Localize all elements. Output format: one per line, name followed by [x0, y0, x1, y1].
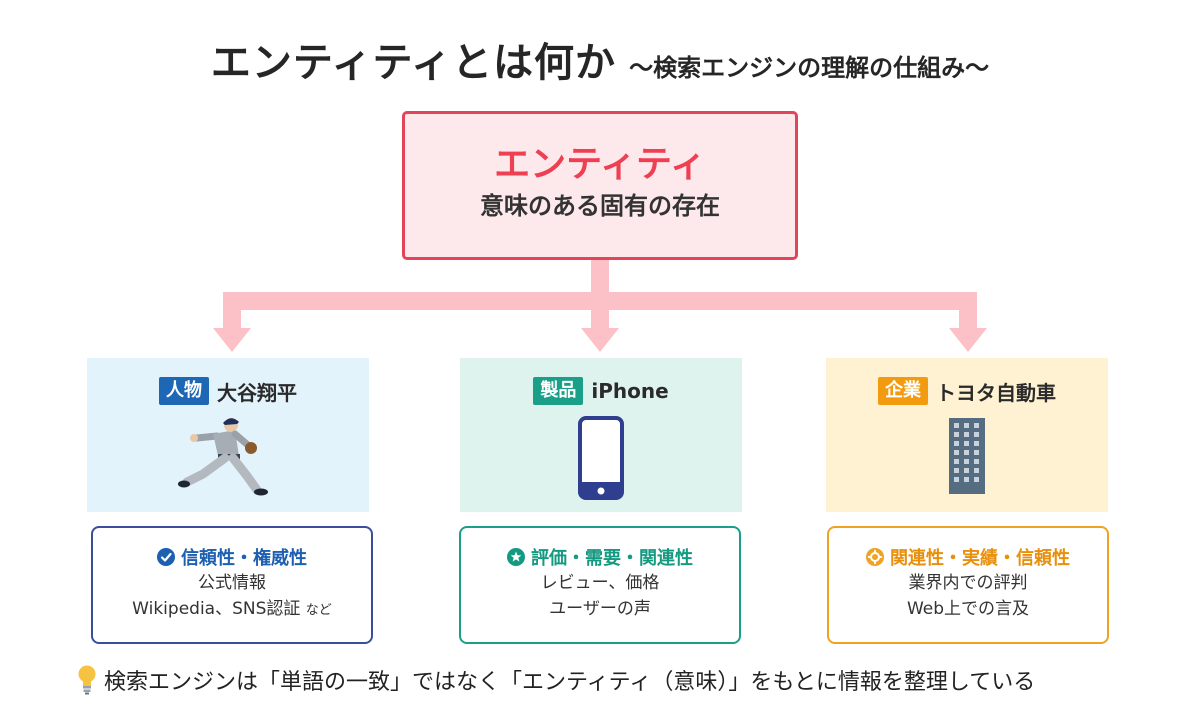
category-panel-person: 人物 大谷翔平 [87, 358, 369, 512]
trait-line: 業界内での評判 [908, 573, 1028, 593]
gear-circle-icon [866, 548, 884, 566]
smartphone-icon [578, 416, 624, 500]
connector-bar [223, 292, 977, 310]
building-icon [949, 418, 985, 494]
connector-right-drop [959, 292, 977, 330]
summary-note: 検索エンジンは「単語の一致」ではなく「エンティティ（意味）」をもとに情報を整理し… [78, 662, 1178, 698]
lightbulb-icon [78, 665, 96, 695]
arrow-head-right [949, 328, 987, 352]
trait-line: ユーザーの声 [549, 599, 651, 619]
entity-box: エンティティ 意味のある固有の存在 [402, 111, 798, 260]
title-main: エンティティとは何か [210, 40, 617, 86]
trait-box-product: 評価・需要・関連性 レビュー、価格 ユーザーの声 [459, 526, 741, 644]
connector-stem [591, 260, 609, 302]
trait-heading: 関連性・実績・信頼性 [890, 548, 1070, 569]
entity-label: エンティティ [494, 144, 706, 185]
category-tag: 企業 [878, 377, 928, 405]
baseball-pitcher-illustration [178, 418, 268, 496]
star-circle-icon [507, 548, 525, 566]
category-tag: 人物 [159, 377, 209, 405]
category-name: 大谷翔平 [217, 380, 297, 405]
trait-box-person: 信頼性・権威性 公式情報 Wikipedia、SNS認証 など [91, 526, 373, 644]
connector-center-drop [591, 292, 609, 330]
page-title: エンティティとは何か 〜検索エンジンの理解の仕組み〜 [0, 30, 1200, 88]
arrow-head-center [581, 328, 619, 352]
trait-heading: 評価・需要・関連性 [531, 548, 693, 569]
trait-line: Wikipedia、SNS認証 など [93, 596, 371, 624]
category-panel-company: 企業 トヨタ自動車 [826, 358, 1108, 512]
trait-line-suffix: など [305, 603, 332, 618]
category-panel-product: 製品 iPhone [460, 358, 742, 512]
category-tag: 製品 [533, 377, 584, 405]
title-subtitle: 〜検索エンジンの理解の仕組み〜 [629, 54, 990, 82]
category-name: iPhone [591, 379, 669, 403]
trait-heading: 信頼性・権威性 [181, 548, 307, 569]
note-text: 検索エンジンは「単語の一致」ではなく「エンティティ（意味）」をもとに情報を整理し… [104, 670, 1036, 695]
trait-line-main: Wikipedia、SNS認証 [132, 599, 301, 619]
trait-line: レビュー、価格 [540, 573, 660, 593]
connector-left-drop [223, 292, 241, 330]
check-circle-icon [157, 548, 175, 566]
trait-line: Web上での言及 [906, 599, 1030, 619]
category-name: トヨタ自動車 [936, 380, 1056, 405]
entity-description: 意味のある固有の存在 [480, 192, 720, 220]
arrow-head-left [213, 328, 251, 352]
trait-box-company: 関連性・実績・信頼性 業界内での評判 Web上での言及 [827, 526, 1109, 644]
trait-line: 公式情報 [198, 573, 266, 593]
